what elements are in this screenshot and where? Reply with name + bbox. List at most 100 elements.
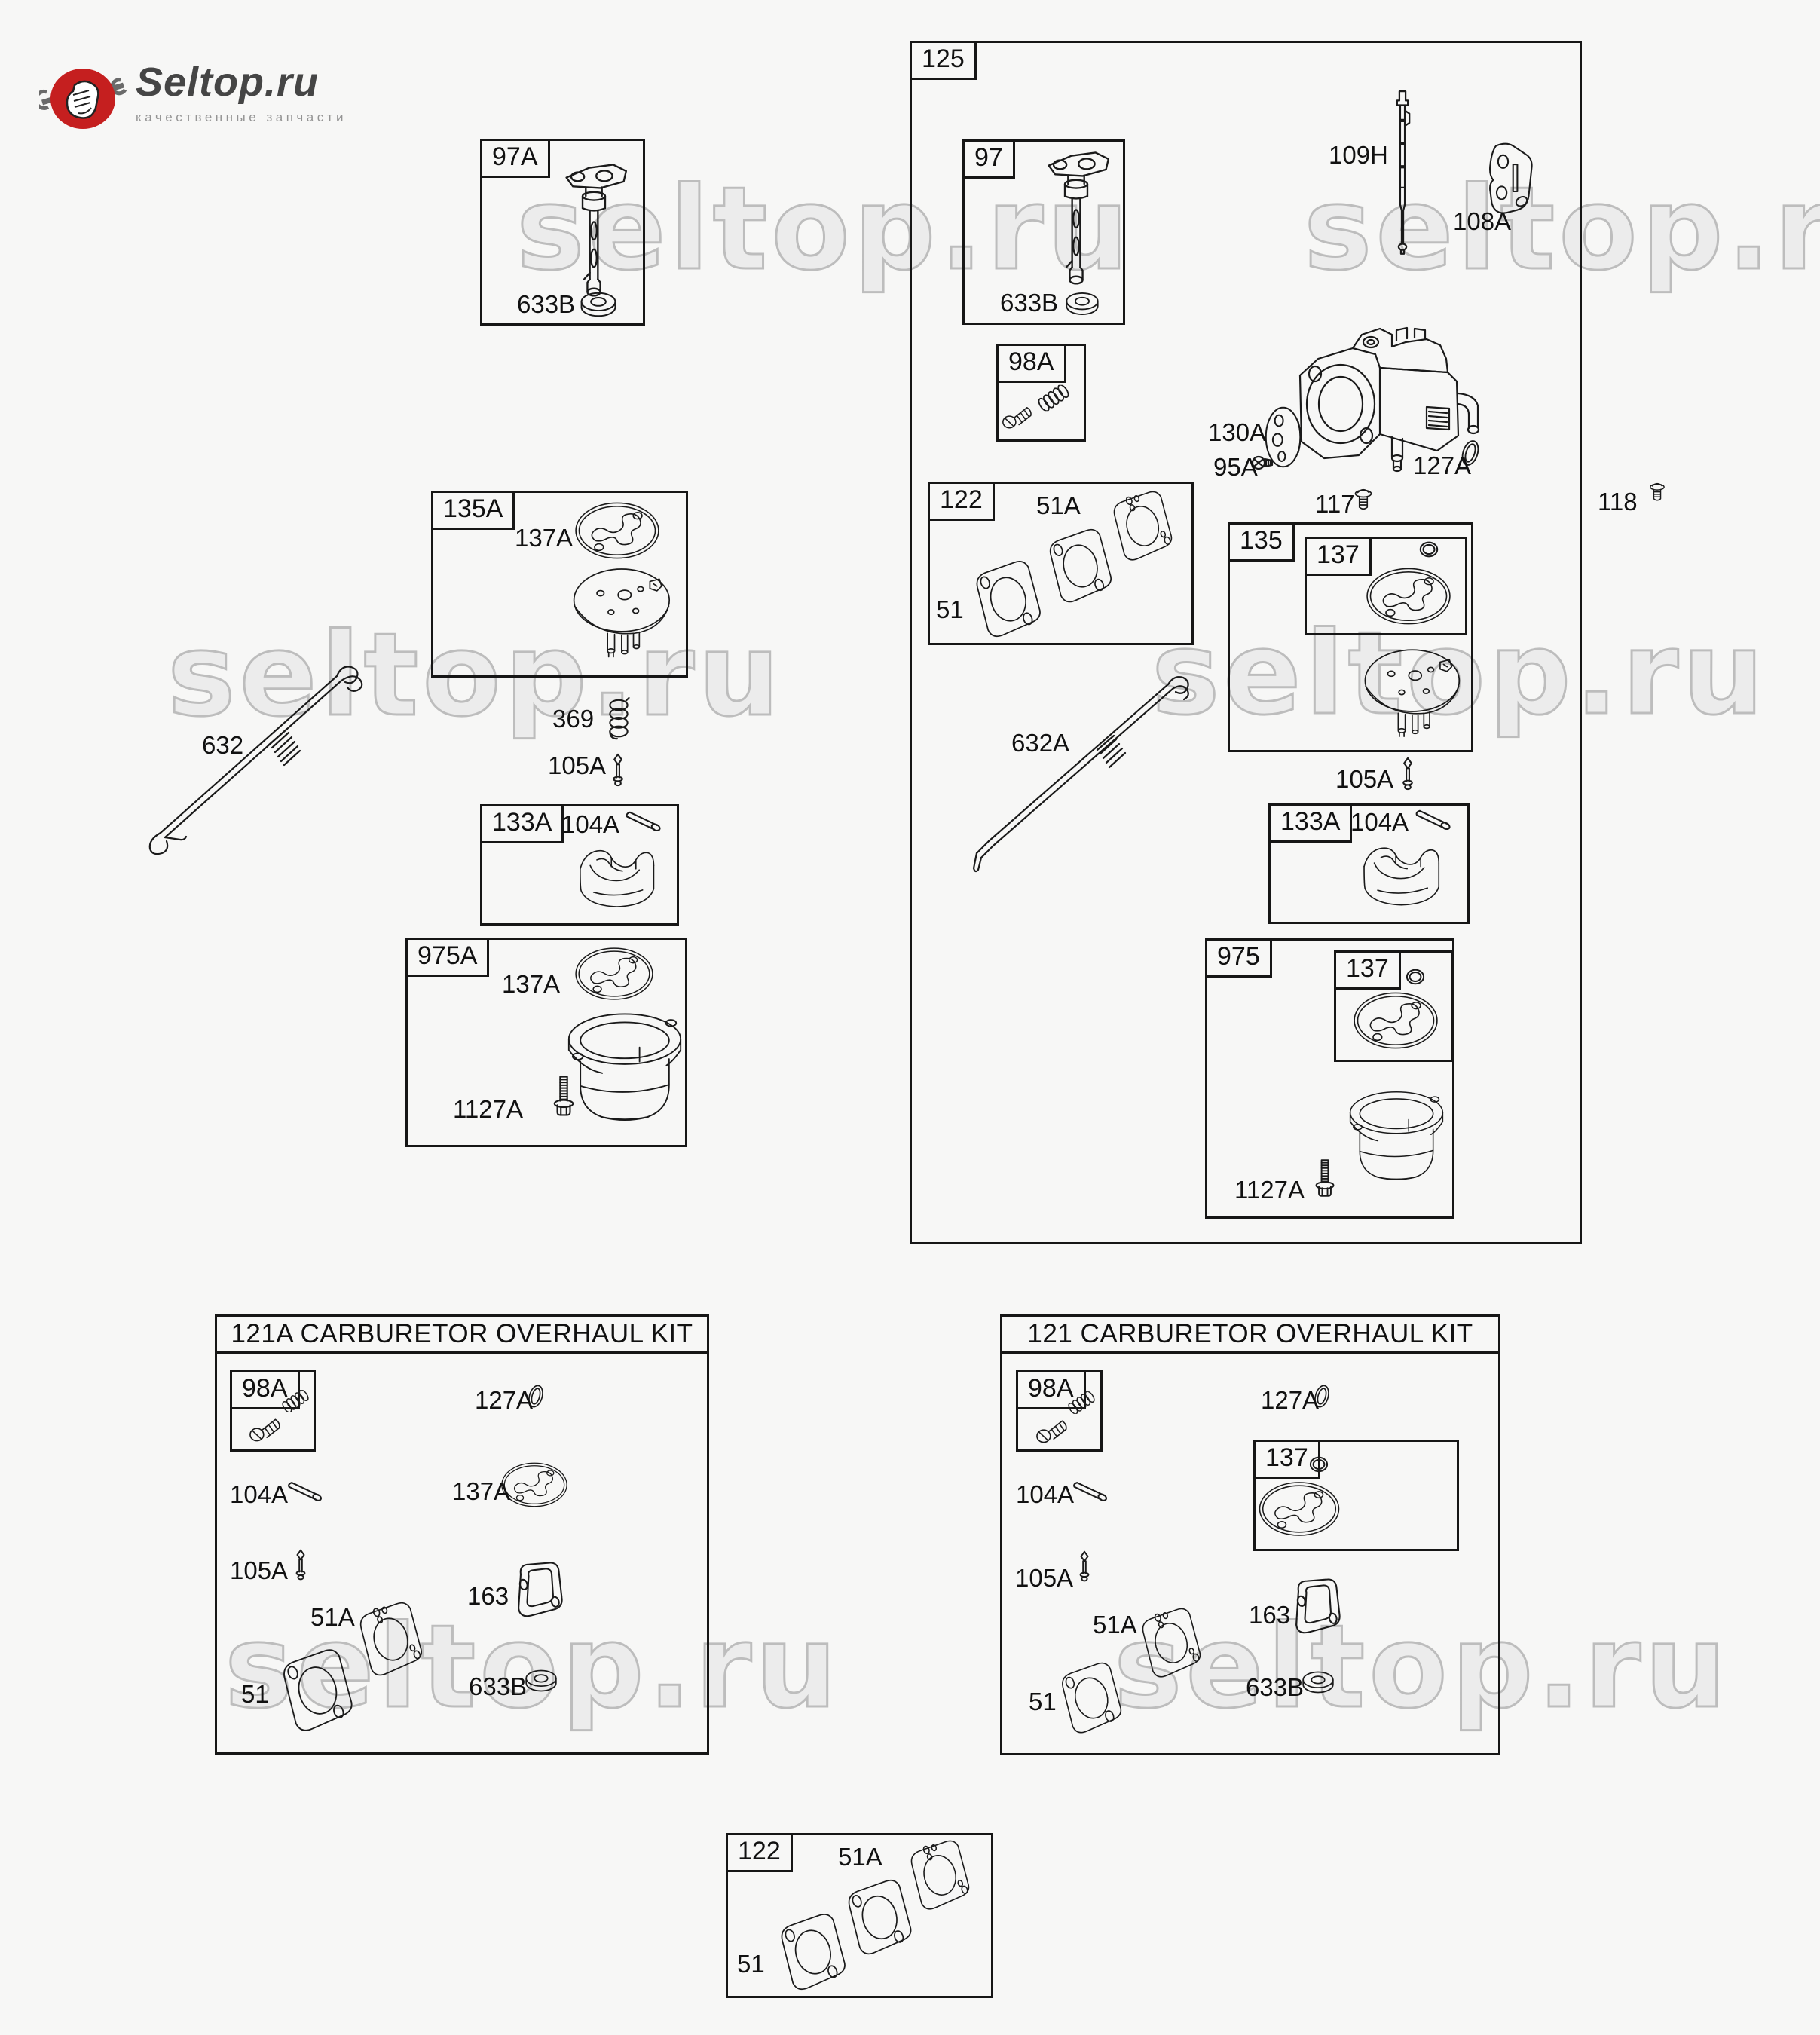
box-label-97: 97 <box>962 139 1015 179</box>
part-label-51: 51 <box>241 1680 269 1708</box>
needle-valve-105a-drawing <box>1078 1550 1091 1584</box>
washer-633b-drawing <box>579 289 618 320</box>
part-label-633b: 633B <box>469 1672 528 1700</box>
box-label-137: 137 <box>1334 950 1401 990</box>
group-box-kit-121: 121 CARBURETOR OVERHAUL KIT <box>1000 1314 1500 1755</box>
group-box-122-bottom: 122 <box>726 1833 993 1998</box>
float-133a-drawing <box>1355 829 1448 918</box>
kit-121a-title: 121A CARBURETOR OVERHAUL KIT <box>217 1317 707 1354</box>
screw-98a-drawing <box>999 398 1035 431</box>
box-label-135: 135 <box>1228 522 1295 562</box>
gasket-163-drawing <box>1285 1575 1342 1639</box>
group-box-133a-right: 133A <box>1268 803 1470 924</box>
part-label-1127a: 1127A <box>1234 1176 1305 1204</box>
screw-98a-drawing <box>247 1409 283 1444</box>
part-label-130a: 130A <box>1208 418 1267 446</box>
part-label-632: 632 <box>202 731 244 759</box>
part-label-108a: 108A <box>1453 207 1512 235</box>
float-bowl-drawing <box>564 1005 686 1131</box>
logo-title: Seltop.ru <box>136 60 320 105</box>
box-label-975a: 975A <box>405 938 490 978</box>
part-label-163: 163 <box>1249 1601 1291 1629</box>
needle-valve-105a-drawing <box>610 753 626 788</box>
group-box-135a: 135A <box>431 491 688 678</box>
part-label-95a: 95A <box>1213 453 1258 481</box>
part-label-51: 51 <box>936 595 964 623</box>
seltop-logo[interactable]: Seltop.ru качественные запчасти <box>39 62 347 134</box>
kit-121-title: 121 CARBURETOR OVERHAUL KIT <box>1002 1317 1498 1354</box>
part-label-137a: 137A <box>502 970 561 998</box>
gasket-108a-drawing <box>1481 140 1538 217</box>
flange-gasket-51a-drawing <box>1128 1601 1204 1685</box>
needle-valve-105a-drawing <box>294 1548 307 1582</box>
logo-subtitle: качественные запчасти <box>136 110 347 124</box>
part-label-104a: 104A <box>1350 808 1409 836</box>
spring-98a-drawing <box>1067 1391 1096 1415</box>
plug-117-drawing <box>1352 485 1375 516</box>
part-label-51a: 51A <box>838 1843 882 1871</box>
flange-gasket-51a-drawing <box>886 1838 983 1913</box>
box-label-137: 137 <box>1305 537 1372 577</box>
oring-small-drawing <box>1308 1455 1329 1473</box>
part-label-104a: 104A <box>561 810 620 838</box>
spring-98a-drawing <box>1037 384 1070 412</box>
part-label-127a: 127A <box>1413 451 1472 479</box>
bowl-gasket-137a-drawing <box>568 945 660 1002</box>
diaphragm-plate-drawing <box>1361 639 1463 743</box>
washer-633b-drawing <box>524 1667 558 1694</box>
governor-link-632-drawing <box>139 648 381 864</box>
diaphragm-plate-drawing <box>570 564 673 658</box>
group-box-122: 122 <box>928 482 1194 645</box>
group-box-137-kit-right: 137 <box>1253 1440 1459 1551</box>
box-label-125: 125 <box>910 41 977 81</box>
bowl-bolt-1127a-drawing <box>552 1073 576 1118</box>
flange-gasket-51-drawing <box>262 1646 360 1735</box>
group-box-975: 975 <box>1205 938 1454 1219</box>
group-box-975a: 975A <box>405 938 687 1147</box>
group-box-137-in-975: 137 <box>1334 950 1453 1062</box>
washer-633b-drawing <box>1064 289 1100 318</box>
box-label-135a: 135A <box>431 491 515 531</box>
box-label-975: 975 <box>1205 938 1272 978</box>
part-label-105a: 105A <box>548 751 607 779</box>
part-label-163: 163 <box>467 1582 509 1610</box>
part-label-104a: 104A <box>1016 1480 1075 1508</box>
float-pin-104a-drawing <box>285 1480 324 1508</box>
group-box-98a-kit-right: 98A <box>1016 1370 1103 1452</box>
group-box-135: 135 <box>1228 522 1473 752</box>
part-label-118: 118 <box>1598 488 1638 516</box>
box-label-133a: 133A <box>480 804 564 844</box>
spring-98a-drawing <box>281 1389 310 1413</box>
screw-98a-drawing <box>1034 1411 1070 1446</box>
part-label-105a: 105A <box>1015 1564 1074 1592</box>
group-box-97: 97 <box>962 139 1125 325</box>
part-label-117: 117 <box>1315 490 1355 518</box>
group-box-97a: 97A <box>480 139 645 326</box>
part-label-1127a: 1127A <box>453 1095 523 1123</box>
float-bowl-drawing <box>1346 1073 1447 1201</box>
box-label-97a: 97A <box>480 139 550 179</box>
part-label-369: 369 <box>552 705 595 733</box>
box-label-133a: 133A <box>1268 803 1353 843</box>
needle-valve-105a-drawing <box>1400 757 1415 791</box>
oring-small-drawing <box>1405 968 1426 986</box>
part-label-633b: 633B <box>517 290 576 318</box>
part-label-137a: 137A <box>515 524 574 552</box>
oring-small-drawing <box>1418 540 1439 559</box>
diaphragm-gasket-137a-drawing <box>573 500 662 562</box>
group-box-133a-left: 133A <box>480 804 679 926</box>
governor-link-632a-drawing <box>963 662 1197 873</box>
diaphragm-gasket-137-drawing <box>1363 565 1454 627</box>
seltop-logo-icon <box>39 69 128 129</box>
part-label-51a: 51A <box>1036 491 1081 519</box>
part-label-632a: 632A <box>1011 729 1070 757</box>
needle-jet-109h-drawing <box>1390 89 1415 262</box>
part-label-104a: 104A <box>230 1480 289 1508</box>
part-label-127a: 127A <box>1261 1386 1320 1414</box>
flange-gasket-51-drawing <box>1048 1655 1124 1741</box>
part-label-109h: 109H <box>1329 141 1388 169</box>
part-label-105a: 105A <box>230 1556 289 1584</box>
box-label-137: 137 <box>1253 1440 1320 1480</box>
bowl-bolt-1127a-drawing <box>1314 1156 1336 1200</box>
group-box-98a: 98A <box>996 344 1086 442</box>
